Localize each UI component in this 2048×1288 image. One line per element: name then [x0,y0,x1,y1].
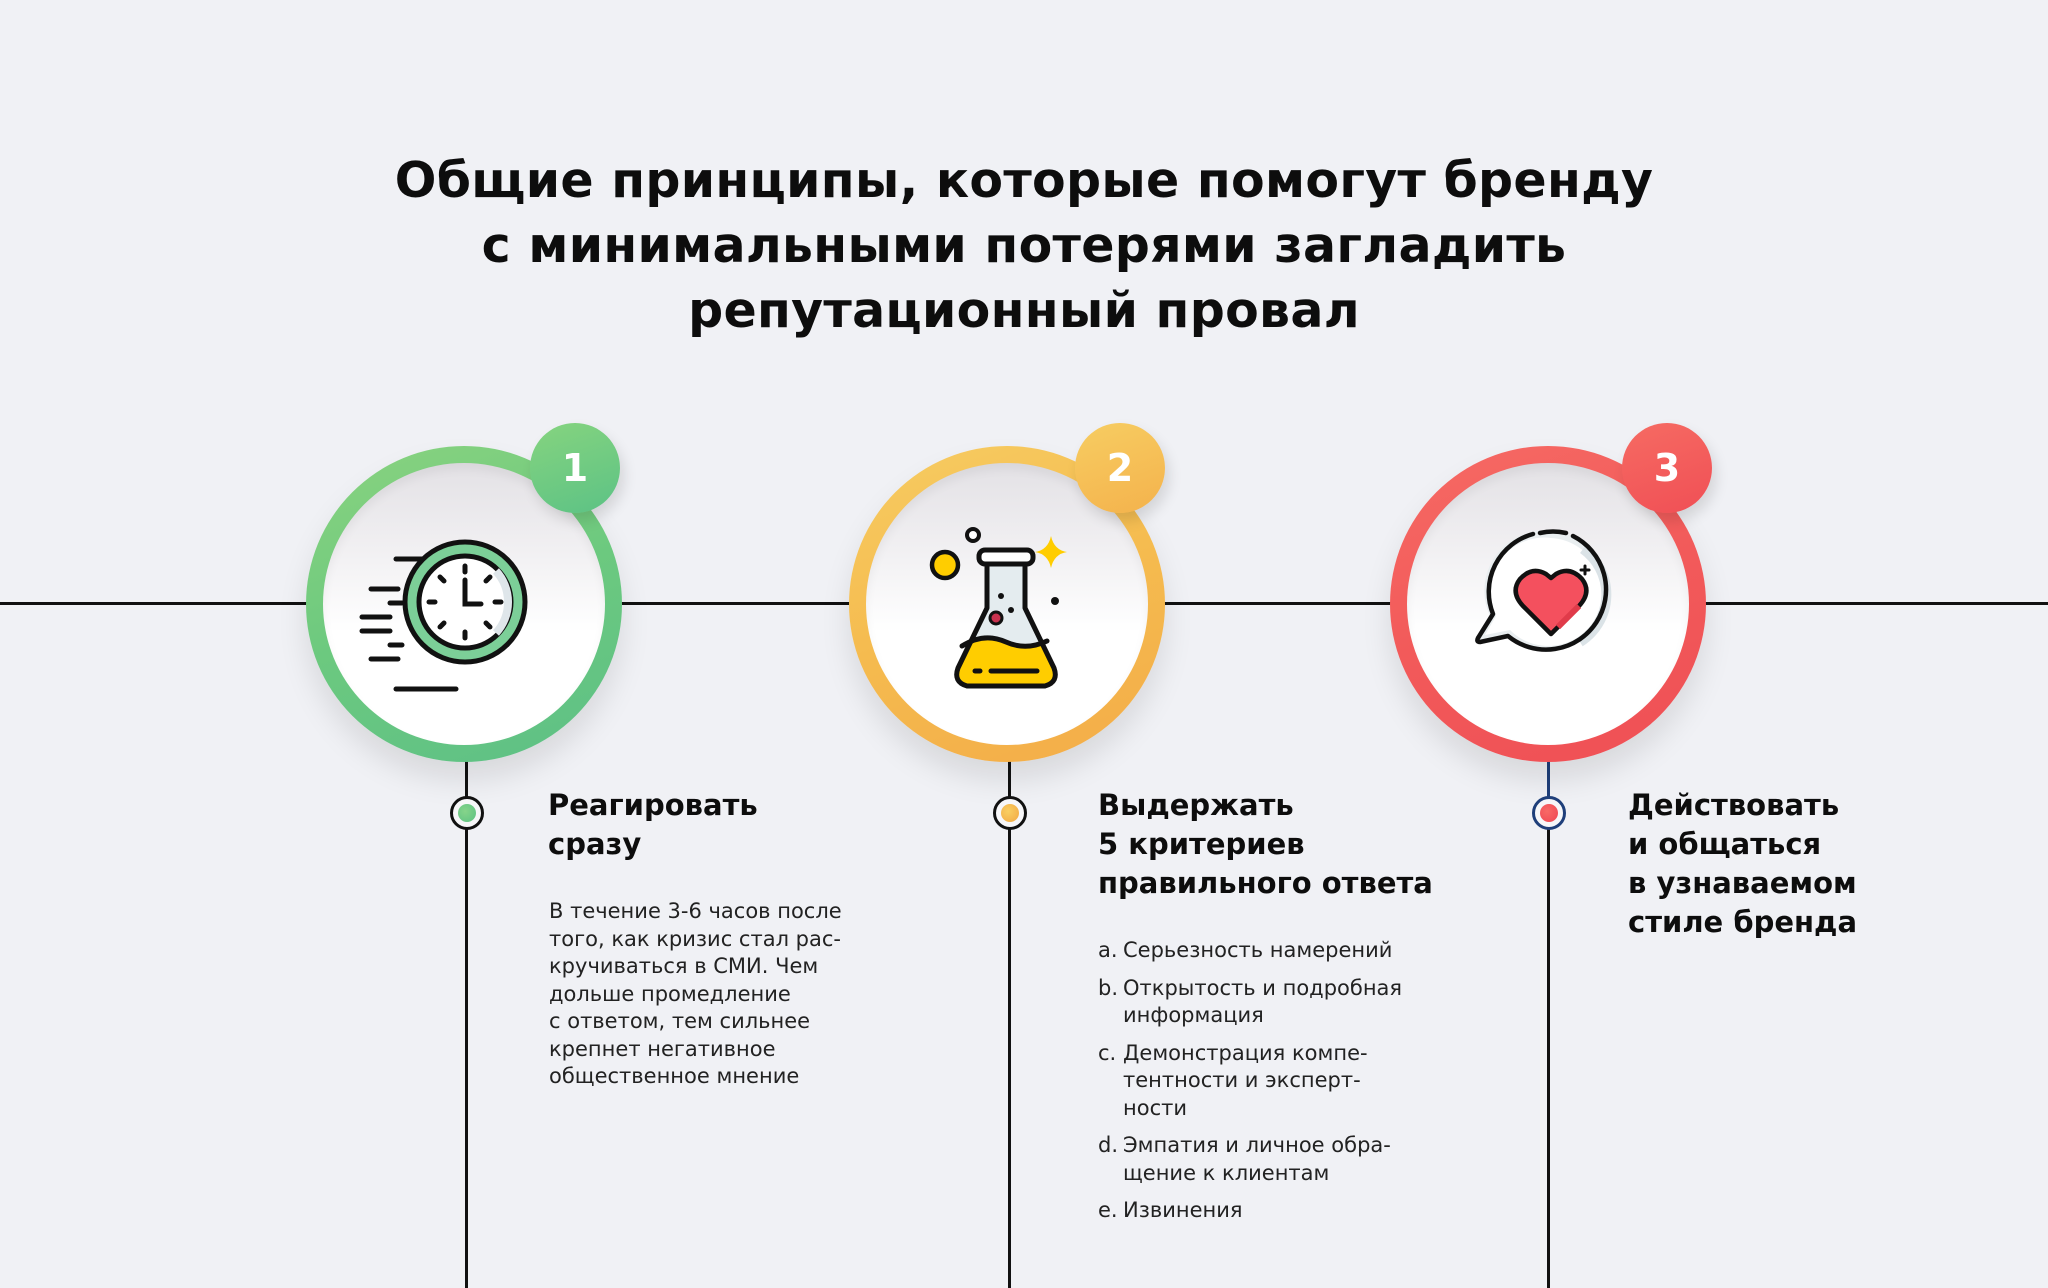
step-3-heading-line: в узнаваемом [1628,866,1857,900]
step-1-description-line: В течение 3-6 часов после [549,899,842,923]
timeline-vertical-line-1 [465,760,468,1288]
step-1-heading-line: сразу [548,827,642,861]
step-1-description-line: крепнет негативное [549,1036,776,1061]
step-3-heading-line: Действовать [1628,788,1840,822]
title-line-1: Общие принципы, которые помогут бренду [394,152,1654,209]
step-2-heading-line: Выдержать [1098,788,1294,822]
criteria-text: Извинения [1123,1198,1243,1222]
step-1-description-line: с ответом, тем сильнее [549,1009,811,1033]
step-1-description-line: того, как кризис стал рас- [549,926,841,951]
step-2-heading: Выдержать 5 критериев правильного ответа [1098,786,1433,903]
step-2-number-badge: 2 [1075,423,1165,513]
step-3-heading-line: стиле бренда [1628,905,1858,939]
step-1-description-line: общественное мнение [549,1064,800,1088]
step-1-heading-line: Реагировать [548,788,758,822]
title-line-3: репутационный провал [688,282,1360,339]
criteria-text: информация [1123,1003,1264,1027]
step-1-node-dot [458,804,476,822]
step-2-criteria-list: a. Серьезность намерений b. Открытость и… [1098,937,1402,1235]
criteria-item: d. Эмпатия и личное обра- щение к клиент… [1098,1132,1402,1187]
criteria-text: ности [1123,1095,1188,1120]
step-1-timeline-node [450,796,484,830]
step-3-circle [1390,446,1706,762]
step-2-timeline-node [993,796,1027,830]
step-2-heading-line: правильного ответа [1098,866,1433,900]
criteria-marker: a. [1098,938,1118,962]
criteria-text: Открытость и подробная [1123,975,1403,1000]
criteria-text: Эмпатия и личное обра- [1123,1133,1391,1157]
criteria-text: Демонстрация компе- [1123,1040,1368,1065]
criteria-marker: d. [1098,1133,1119,1157]
step-3-heading-line: и общаться [1628,827,1822,861]
criteria-marker: e. [1098,1198,1118,1222]
step-3-number-badge: 3 [1622,423,1712,513]
criteria-item: b. Открытость и подробная информация [1098,975,1402,1030]
criteria-item: e. Извинения [1098,1197,1402,1225]
step-3-node-dot [1540,804,1558,822]
criteria-item: a. Серьезность намерений [1098,937,1402,965]
step-2-node-dot [1001,804,1019,822]
criteria-text: щение к клиентам [1123,1160,1330,1185]
criteria-text: Серьезность намерений [1123,938,1393,962]
page-title: Общие принципы, которые помогут бренду с… [0,148,2048,343]
timeline-vertical-line-2 [1008,760,1011,1288]
title-line-2: с минимальными потерями загладить [481,217,1567,274]
criteria-item: c. Демонстрация компе- тентности и экспе… [1098,1040,1402,1123]
fast-clock-icon [359,539,528,692]
criteria-text: тентности и эксперт- [1123,1068,1361,1092]
step-2-heading-line: 5 критериев [1098,827,1305,861]
criteria-marker: c. [1098,1040,1117,1065]
step-1-number-badge: 1 [530,423,620,513]
step-1-description: В течение 3-6 часов после того, как криз… [549,898,842,1091]
flask-icon [929,527,1067,689]
step-3-timeline-node [1532,796,1566,830]
criteria-marker: b. [1098,975,1119,1000]
step-3-heading: Действовать и общаться в узнаваемом стил… [1628,786,1857,942]
timeline-vertical-line-3 [1547,760,1550,1288]
step-1-description-line: кручиваться в СМИ. Чем [549,954,819,978]
step-1-description-line: дольше промедление [549,981,791,1006]
heart-chat-icon [1475,529,1612,652]
step-1-heading: Реагировать сразу [548,786,758,864]
